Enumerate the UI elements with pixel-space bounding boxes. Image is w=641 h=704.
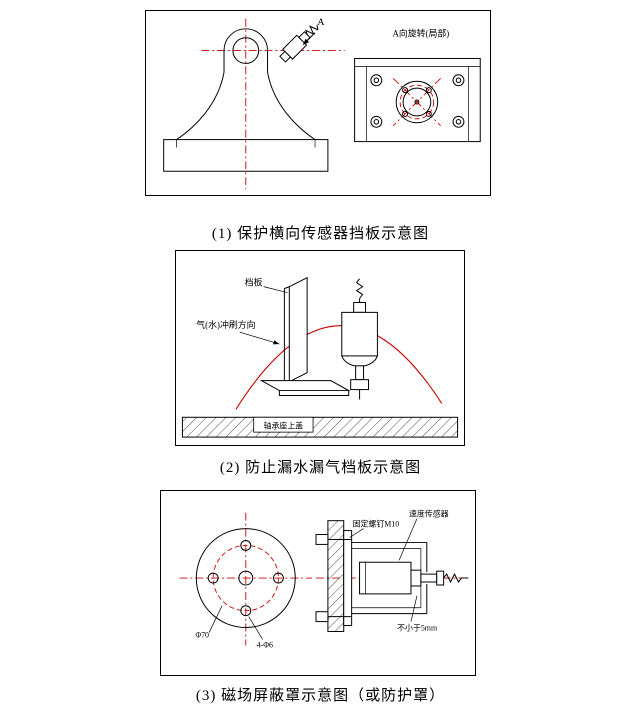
bolt-circle-dia-label: Φ70	[195, 630, 209, 639]
view-a-title: A向旋转(局部)	[392, 28, 449, 39]
mounting-plate	[354, 57, 481, 143]
sensor-stud	[420, 573, 438, 583]
sensor-body	[359, 561, 412, 595]
sensor-horizontal	[359, 561, 469, 595]
fixing-screw-label: 固定螺钉M10	[353, 519, 400, 529]
sensor-nut	[436, 570, 445, 586]
sensor-mount-detail	[392, 77, 441, 127]
bolt-circle-dashed	[399, 84, 435, 120]
figure-3-caption: (3) 磁场屏蔽罩示意图（或防护罩）	[195, 688, 446, 704]
pedestal-flare-right	[267, 72, 316, 141]
shield-front-view: Φ70 4-Φ6	[179, 512, 313, 649]
bolt-circle-dashed	[212, 544, 279, 612]
min-gap-label: 不小于5mm	[397, 622, 438, 632]
view-a-arrow: A	[302, 17, 325, 45]
flush-direction-label: 气(水)冲刷方向	[196, 319, 255, 330]
sensor-tip	[279, 50, 292, 63]
pedestal-flare-left	[176, 72, 225, 141]
sensor-body	[341, 311, 378, 357]
fixing-screws	[315, 534, 352, 623]
shield-side-view: 固定螺钉M10 速度传感器 不小于5mm	[315, 509, 469, 632]
pedestal-boss	[223, 28, 269, 73]
view-a-detail: A向旋转(局部)	[354, 28, 481, 143]
flush-direction-callout: 气(水)冲刷方向	[196, 319, 280, 345]
spray-arc	[235, 325, 443, 410]
sensor-connector	[410, 569, 422, 587]
baffle-base-edge	[278, 390, 350, 397]
bolt-hole	[272, 572, 284, 584]
baffle-thickness	[283, 286, 290, 385]
sensor-cable	[443, 572, 469, 584]
shield-cup	[351, 541, 428, 615]
bearing-cover-ground: 轴承座上盖	[181, 416, 459, 438]
bearing-pedestal-front-view	[163, 28, 329, 172]
bearing-cover-label: 轴承座上盖	[264, 421, 304, 431]
sensor-label: 速度传感器	[409, 509, 449, 519]
baffle-base-top	[259, 380, 351, 392]
figure-2-frame: 轴承座上盖 档板	[175, 250, 465, 446]
holes-label: 4-Φ6	[257, 640, 273, 649]
shield-outer-circle	[195, 528, 296, 629]
figure-2-drawing: 轴承座上盖 档板	[181, 276, 459, 438]
baffle-face	[288, 276, 308, 383]
bolt-hole	[240, 539, 252, 551]
lateral-sensor	[279, 24, 319, 63]
center-hole	[238, 570, 254, 586]
figure-1-frame: A A向旋转(局部)	[145, 10, 491, 196]
figure-3-frame: Φ70 4-Φ6	[160, 490, 476, 676]
view-a-label: A	[317, 17, 325, 28]
ground-hatch	[181, 416, 459, 438]
pedestal-centerlines	[201, 18, 345, 190]
figure-1-caption: (1) 保护横向传感器挡板示意图	[211, 226, 430, 242]
bolt-hole	[207, 572, 219, 584]
sensor-connector	[353, 301, 367, 313]
mounting-wall-hatch	[327, 520, 345, 632]
screw-head-top	[315, 534, 329, 545]
sensor-dome	[341, 355, 378, 367]
sensor-stud	[355, 365, 365, 381]
baffle-label: 档板	[245, 277, 263, 288]
baffle-callout: 档板	[245, 277, 288, 293]
baffle-plate	[259, 276, 351, 397]
sensor-cable	[304, 24, 319, 35]
arrowhead	[303, 38, 310, 45]
figure-2-caption: (2) 防止漏水漏气档板示意图	[219, 460, 422, 476]
pedestal-base	[163, 139, 329, 172]
arrowhead	[273, 340, 280, 345]
figure-1-drawing: A A向旋转(局部)	[163, 17, 481, 190]
bolt-hole	[240, 605, 252, 617]
figure-3-drawing: Φ70 4-Φ6	[179, 509, 469, 649]
sensor-vertical	[341, 278, 378, 400]
sensor-cable	[355, 278, 364, 299]
shield-flange	[343, 530, 353, 627]
bearing-cover-label-box	[253, 416, 314, 433]
bearing-bore-circle	[232, 37, 260, 64]
mount-outer-circle	[395, 80, 439, 124]
sensor-nut	[350, 379, 369, 391]
corner-bolts	[370, 74, 465, 128]
mount-inner-circle	[402, 87, 432, 117]
screw-head-bottom	[315, 611, 329, 623]
